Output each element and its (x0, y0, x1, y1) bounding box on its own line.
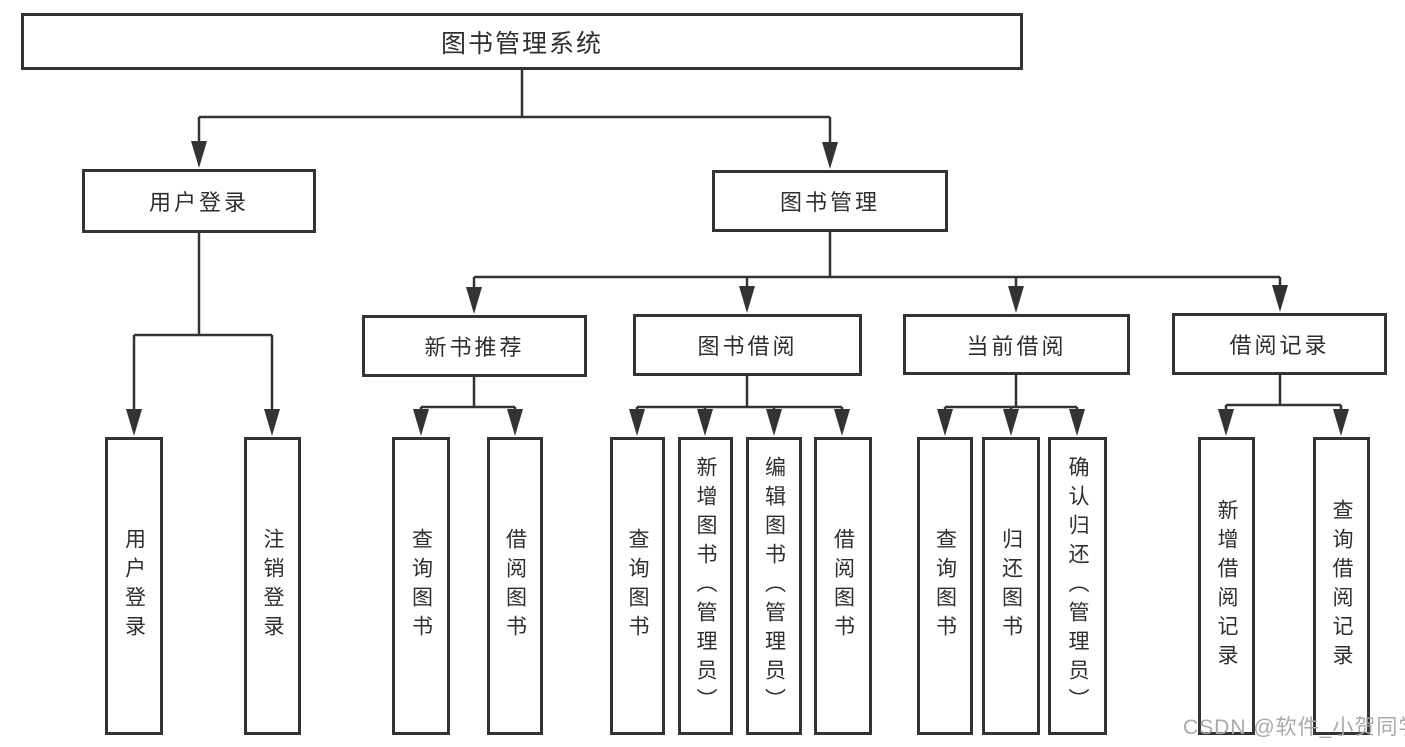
leaf-query-borrow-record-label: 查询借阅记录 (1330, 499, 1354, 673)
leaf-return-books-label: 归还图书 (999, 528, 1023, 644)
leaf-add-book-admin-label: 新增图书（管理员） (694, 455, 718, 717)
csdn-watermark: CSDN @软件_小贺同学 (1183, 716, 1405, 739)
leaf-borrow-books-borrowing: 借阅图书 (814, 437, 872, 735)
node-book-management-label: 图书管理 (779, 190, 880, 215)
leaf-user-login: 用户登录 (105, 437, 163, 735)
connector-new-book-recommend (413, 377, 523, 436)
leaf-logout-label: 注销登录 (261, 528, 285, 644)
leaf-edit-book-admin: 编辑图书（管理员） (746, 437, 802, 735)
leaf-query-books-borrowing: 查询图书 (610, 437, 665, 735)
node-book-borrowing-label: 图书借阅 (697, 334, 798, 359)
leaf-query-borrow-record: 查询借阅记录 (1313, 437, 1370, 735)
node-borrow-records: 借阅记录 (1172, 313, 1387, 375)
node-borrow-records-label: 借阅记录 (1229, 333, 1330, 358)
leaf-query-books-current: 查询图书 (917, 437, 973, 735)
leaf-return-books: 归还图书 (982, 437, 1040, 735)
connector-book-borrowing (629, 376, 850, 436)
node-current-borrowing: 当前借阅 (903, 314, 1130, 375)
leaf-borrow-books-recommend: 借阅图书 (487, 437, 543, 735)
leaf-confirm-return-admin-label: 确认归还（管理员） (1066, 455, 1090, 717)
node-root-label: 图书管理系统 (440, 29, 603, 58)
leaf-confirm-return-admin: 确认归还（管理员） (1048, 437, 1107, 735)
leaf-query-books-borrowing-label: 查询图书 (626, 528, 650, 644)
leaf-add-book-admin: 新增图书（管理员） (678, 437, 733, 735)
leaf-edit-book-admin-label: 编辑图书（管理员） (762, 455, 786, 717)
node-book-management: 图书管理 (712, 170, 948, 232)
node-new-book-recommend-label: 新书推荐 (424, 335, 525, 360)
connector-root (191, 70, 838, 169)
leaf-borrow-books-recommend-label: 借阅图书 (503, 528, 527, 644)
node-current-borrowing-label: 当前借阅 (966, 333, 1067, 359)
node-book-borrowing: 图书借阅 (633, 314, 862, 376)
leaf-query-books-current-label: 查询图书 (933, 528, 957, 644)
connector-borrow-records (1218, 375, 1349, 436)
leaf-query-books-recommend: 查询图书 (392, 437, 450, 735)
node-new-book-recommend: 新书推荐 (362, 315, 587, 377)
leaf-query-books-recommend-label: 查询图书 (409, 528, 433, 644)
leaf-borrow-books-borrowing-label: 借阅图书 (831, 528, 855, 644)
node-root: 图书管理系统 (21, 13, 1023, 70)
connector-current-borrowing (937, 375, 1085, 436)
node-user-login: 用户登录 (82, 169, 316, 233)
leaf-add-borrow-record-label: 新增借阅记录 (1215, 499, 1239, 673)
connector-book-management (466, 232, 1288, 314)
leaf-user-login-label: 用户登录 (122, 528, 146, 644)
leaf-logout: 注销登录 (244, 437, 301, 735)
connector-user-login (126, 233, 280, 436)
node-user-login-label: 用户登录 (148, 190, 249, 215)
leaf-add-borrow-record: 新增借阅记录 (1198, 437, 1255, 735)
